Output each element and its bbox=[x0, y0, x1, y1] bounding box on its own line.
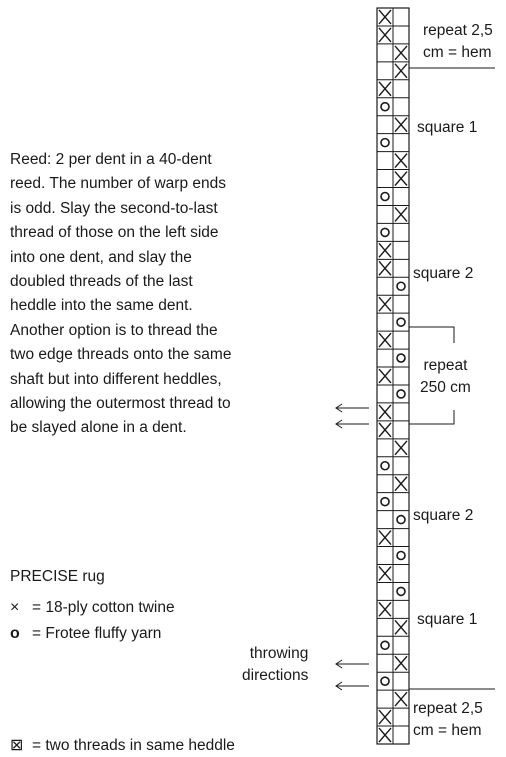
double-cross-icon: ⊠ bbox=[10, 737, 24, 754]
label-square1-bottom: square 1 bbox=[417, 611, 478, 628]
reed-note-line: heddle into the same dent. bbox=[10, 297, 193, 315]
circle-mark bbox=[396, 281, 406, 292]
circle-icon: o bbox=[10, 625, 20, 642]
cross-mark bbox=[378, 9, 392, 25]
circle-mark bbox=[380, 101, 390, 112]
cross-mark bbox=[378, 709, 392, 725]
cross-mark bbox=[394, 153, 408, 169]
cross-mark bbox=[378, 727, 392, 743]
cross-mark bbox=[394, 476, 408, 492]
cross-mark bbox=[378, 296, 392, 312]
circle-mark bbox=[380, 191, 390, 202]
reed-note-line: be slayed alone in a dent. bbox=[10, 419, 187, 437]
cross-mark bbox=[394, 63, 408, 79]
circle-mark bbox=[380, 227, 390, 238]
cross-mark bbox=[378, 368, 392, 384]
cross-mark bbox=[394, 619, 408, 635]
circle-mark bbox=[396, 353, 406, 363]
cross-mark bbox=[378, 260, 392, 276]
reed-note-line: Reed: 2 per dent in a 40-dent bbox=[10, 151, 212, 168]
cross-mark bbox=[378, 530, 392, 545]
circle-mark bbox=[396, 317, 406, 327]
reed-note: Reed: 2 per dent in a 40-dent reed. The n… bbox=[10, 148, 310, 441]
cross-mark bbox=[394, 117, 408, 133]
circle-mark bbox=[380, 137, 390, 148]
draft-grid bbox=[376, 7, 410, 745]
reed-note-line: doubled threads of the last bbox=[10, 273, 193, 291]
cross-mark bbox=[394, 45, 408, 61]
cross-mark bbox=[378, 601, 392, 617]
arrow-left-icon bbox=[335, 659, 369, 691]
label-square1-top: square 1 bbox=[417, 119, 478, 136]
circle-mark bbox=[396, 389, 406, 399]
cross-mark bbox=[378, 566, 392, 581]
cross-mark bbox=[378, 81, 392, 97]
arrow-left-icon bbox=[335, 403, 369, 429]
cross-mark bbox=[378, 27, 392, 43]
legend-item-text: = two threads in same heddle bbox=[32, 737, 235, 754]
legend-item-text: = Frotee fluffy yarn bbox=[32, 625, 162, 642]
legend-item-cross: × = 18-ply cotton twine bbox=[10, 597, 175, 619]
circle-mark bbox=[380, 676, 390, 686]
reed-note-line: Another option is to thread the bbox=[10, 321, 218, 339]
cross-mark bbox=[378, 404, 392, 420]
cross-mark bbox=[378, 242, 392, 258]
reed-note-line: into one dent, and slay the bbox=[10, 248, 192, 266]
circle-mark bbox=[380, 640, 390, 651]
cross-mark bbox=[394, 207, 408, 222]
repeat-bracket-top bbox=[409, 326, 455, 343]
circle-mark bbox=[396, 550, 406, 561]
cross-mark bbox=[394, 691, 408, 707]
circle-mark bbox=[396, 514, 406, 525]
cross-mark bbox=[394, 655, 408, 671]
cross-mark bbox=[394, 171, 408, 186]
reed-note-line: is odd. Slay the second-to-last bbox=[10, 199, 218, 217]
reed-note-line: allowing the outermost thread to bbox=[10, 395, 231, 413]
reed-note-line: reed. The number of warp ends bbox=[10, 175, 226, 193]
circle-mark bbox=[380, 496, 390, 507]
reed-note-line: two edge threads onto the same bbox=[10, 346, 232, 364]
repeat-bracket-bottom bbox=[409, 410, 455, 425]
label-square2-top: square 2 bbox=[413, 265, 474, 282]
legend-item-text: = 18-ply cotton twine bbox=[32, 599, 175, 616]
label-square2-bottom: square 2 bbox=[413, 507, 474, 524]
circle-mark bbox=[380, 460, 390, 471]
circle-mark bbox=[396, 586, 406, 597]
reed-note-line: shaft but into different heddles, bbox=[10, 370, 222, 388]
cross-icon: × bbox=[10, 599, 20, 616]
legend-title: PRECISE rug bbox=[10, 568, 105, 585]
legend-item-double: ⊠ = two threads in same heddle bbox=[10, 735, 235, 757]
cross-mark bbox=[394, 440, 408, 456]
legend-item-circle: o = Frotee fluffy yarn bbox=[10, 623, 161, 645]
reed-note-line: thread of those on the left side bbox=[10, 224, 219, 242]
cross-mark bbox=[378, 422, 392, 438]
cross-mark bbox=[378, 332, 392, 348]
